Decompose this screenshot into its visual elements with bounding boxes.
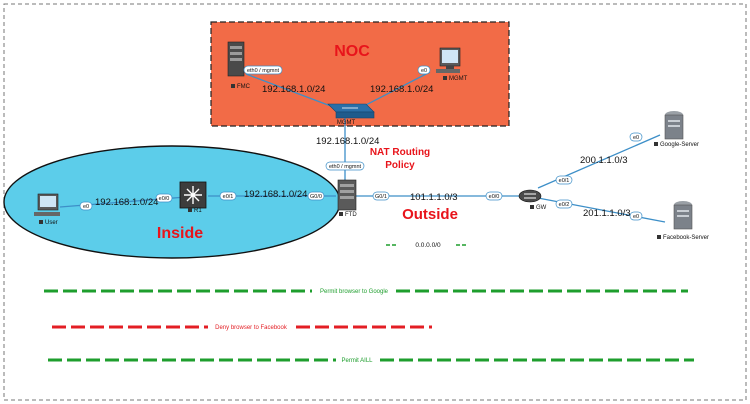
default-route-label: 0.0.0.0/0 <box>415 242 441 249</box>
gw-label: GW <box>536 205 547 211</box>
user-r1-subnet: 192.168.1.0/24 <box>95 197 158 208</box>
ftd-eth-pill <box>325 161 365 171</box>
r1-router-icon[interactable] <box>179 181 207 209</box>
facebook-e0-label: e0 <box>633 214 639 220</box>
google-server-icon[interactable] <box>664 111 684 140</box>
ftd-g00-label: G0/0 <box>310 194 322 200</box>
mgmt-ftd-subnet: 192.168.1.0/24 <box>316 136 379 147</box>
inside-label: Inside <box>157 225 203 242</box>
ftd-node-marker <box>339 212 343 216</box>
r1-e01-pill <box>219 191 237 201</box>
gw-router-icon[interactable] <box>518 189 542 203</box>
mgmt-switch-label: MGMT <box>337 120 356 126</box>
gw-e02-label: e0/2 <box>559 202 570 208</box>
r1-e01-label: e0/1 <box>223 194 234 200</box>
user-e0-label: e0 <box>83 204 89 210</box>
mgmt-pc-label: MGMT <box>449 76 468 82</box>
ftd-g01-label: G0/1 <box>375 194 387 200</box>
mgmt-node-marker <box>443 76 447 80</box>
fmc-label: FMC <box>237 84 251 90</box>
r1-ftd-subnet: 192.168.1.0/24 <box>244 189 307 200</box>
ftd-eth-label: eth0 / mgmnt <box>329 164 362 170</box>
r1-e00-label: e0/0 <box>159 196 170 202</box>
permit-google-label: Permit browser to Google <box>320 289 389 295</box>
outside-label: Outside <box>402 206 458 223</box>
gw-e00-pill <box>485 191 503 201</box>
facebook-node-marker <box>657 235 661 239</box>
noc-label: NOC <box>334 43 370 60</box>
facebook-label: Facebook-Server <box>663 235 709 241</box>
user-node-marker <box>39 220 43 224</box>
google-node-marker <box>654 142 658 146</box>
r1-label: R1 <box>194 208 202 214</box>
permit-all-label: Permit AILL <box>341 358 373 364</box>
google-e0-pill <box>629 132 643 142</box>
gw-e02-pill <box>555 199 573 209</box>
mgmt-switch-icon[interactable] <box>327 103 375 119</box>
ftd-g01-pill <box>372 191 390 201</box>
gw-e00-label: e0/0 <box>489 194 500 200</box>
mgmt-e0-label: e0 <box>421 68 427 74</box>
facebook-e0-pill <box>629 211 643 221</box>
nat-policy-line2: Policy <box>385 160 415 171</box>
fmc-server-icon[interactable] <box>227 41 245 77</box>
r1-node-marker <box>188 208 192 212</box>
link-fmc-switch <box>245 73 337 109</box>
gw-google-subnet: 200.1.1.0/3 <box>580 155 628 166</box>
google-e0-label: e0 <box>633 135 639 141</box>
facebook-server-icon[interactable] <box>673 201 693 230</box>
fmc-node-marker <box>231 84 235 88</box>
mgmt-e0-pill <box>417 65 431 75</box>
diagram-frame <box>3 3 747 401</box>
mgmt-pc-icon[interactable] <box>436 47 461 73</box>
user-label: User <box>45 220 58 226</box>
noc-right-subnet: 192.168.1.0/24 <box>370 84 433 95</box>
nat-policy-line1: NAT Routing <box>370 147 430 158</box>
user-e0-pill <box>79 201 93 211</box>
link-mgmt-switch <box>359 71 431 109</box>
fmc-eth-pill <box>243 65 283 75</box>
fmc-eth-label: eth0 / mgmnt <box>247 68 280 74</box>
gw-node-marker <box>530 205 534 209</box>
gw-facebook-subnet: 201.1.1.0/3 <box>583 208 631 219</box>
noc-left-subnet: 192.168.1.0/24 <box>262 84 325 95</box>
deny-facebook-label: Deny browser to Facebook <box>215 325 288 331</box>
ftd-firewall-icon[interactable] <box>337 179 357 211</box>
google-label: Google-Server <box>660 142 699 148</box>
r1-e00-pill <box>155 193 173 203</box>
outside-subnet: 101.1.1.0/3 <box>410 192 458 203</box>
ftd-label: FTD <box>345 212 357 218</box>
ftd-g00-pill <box>307 191 325 201</box>
gw-e01-pill <box>555 175 573 185</box>
gw-e01-label: e0/1 <box>559 178 570 184</box>
user-pc-icon[interactable] <box>34 193 60 216</box>
